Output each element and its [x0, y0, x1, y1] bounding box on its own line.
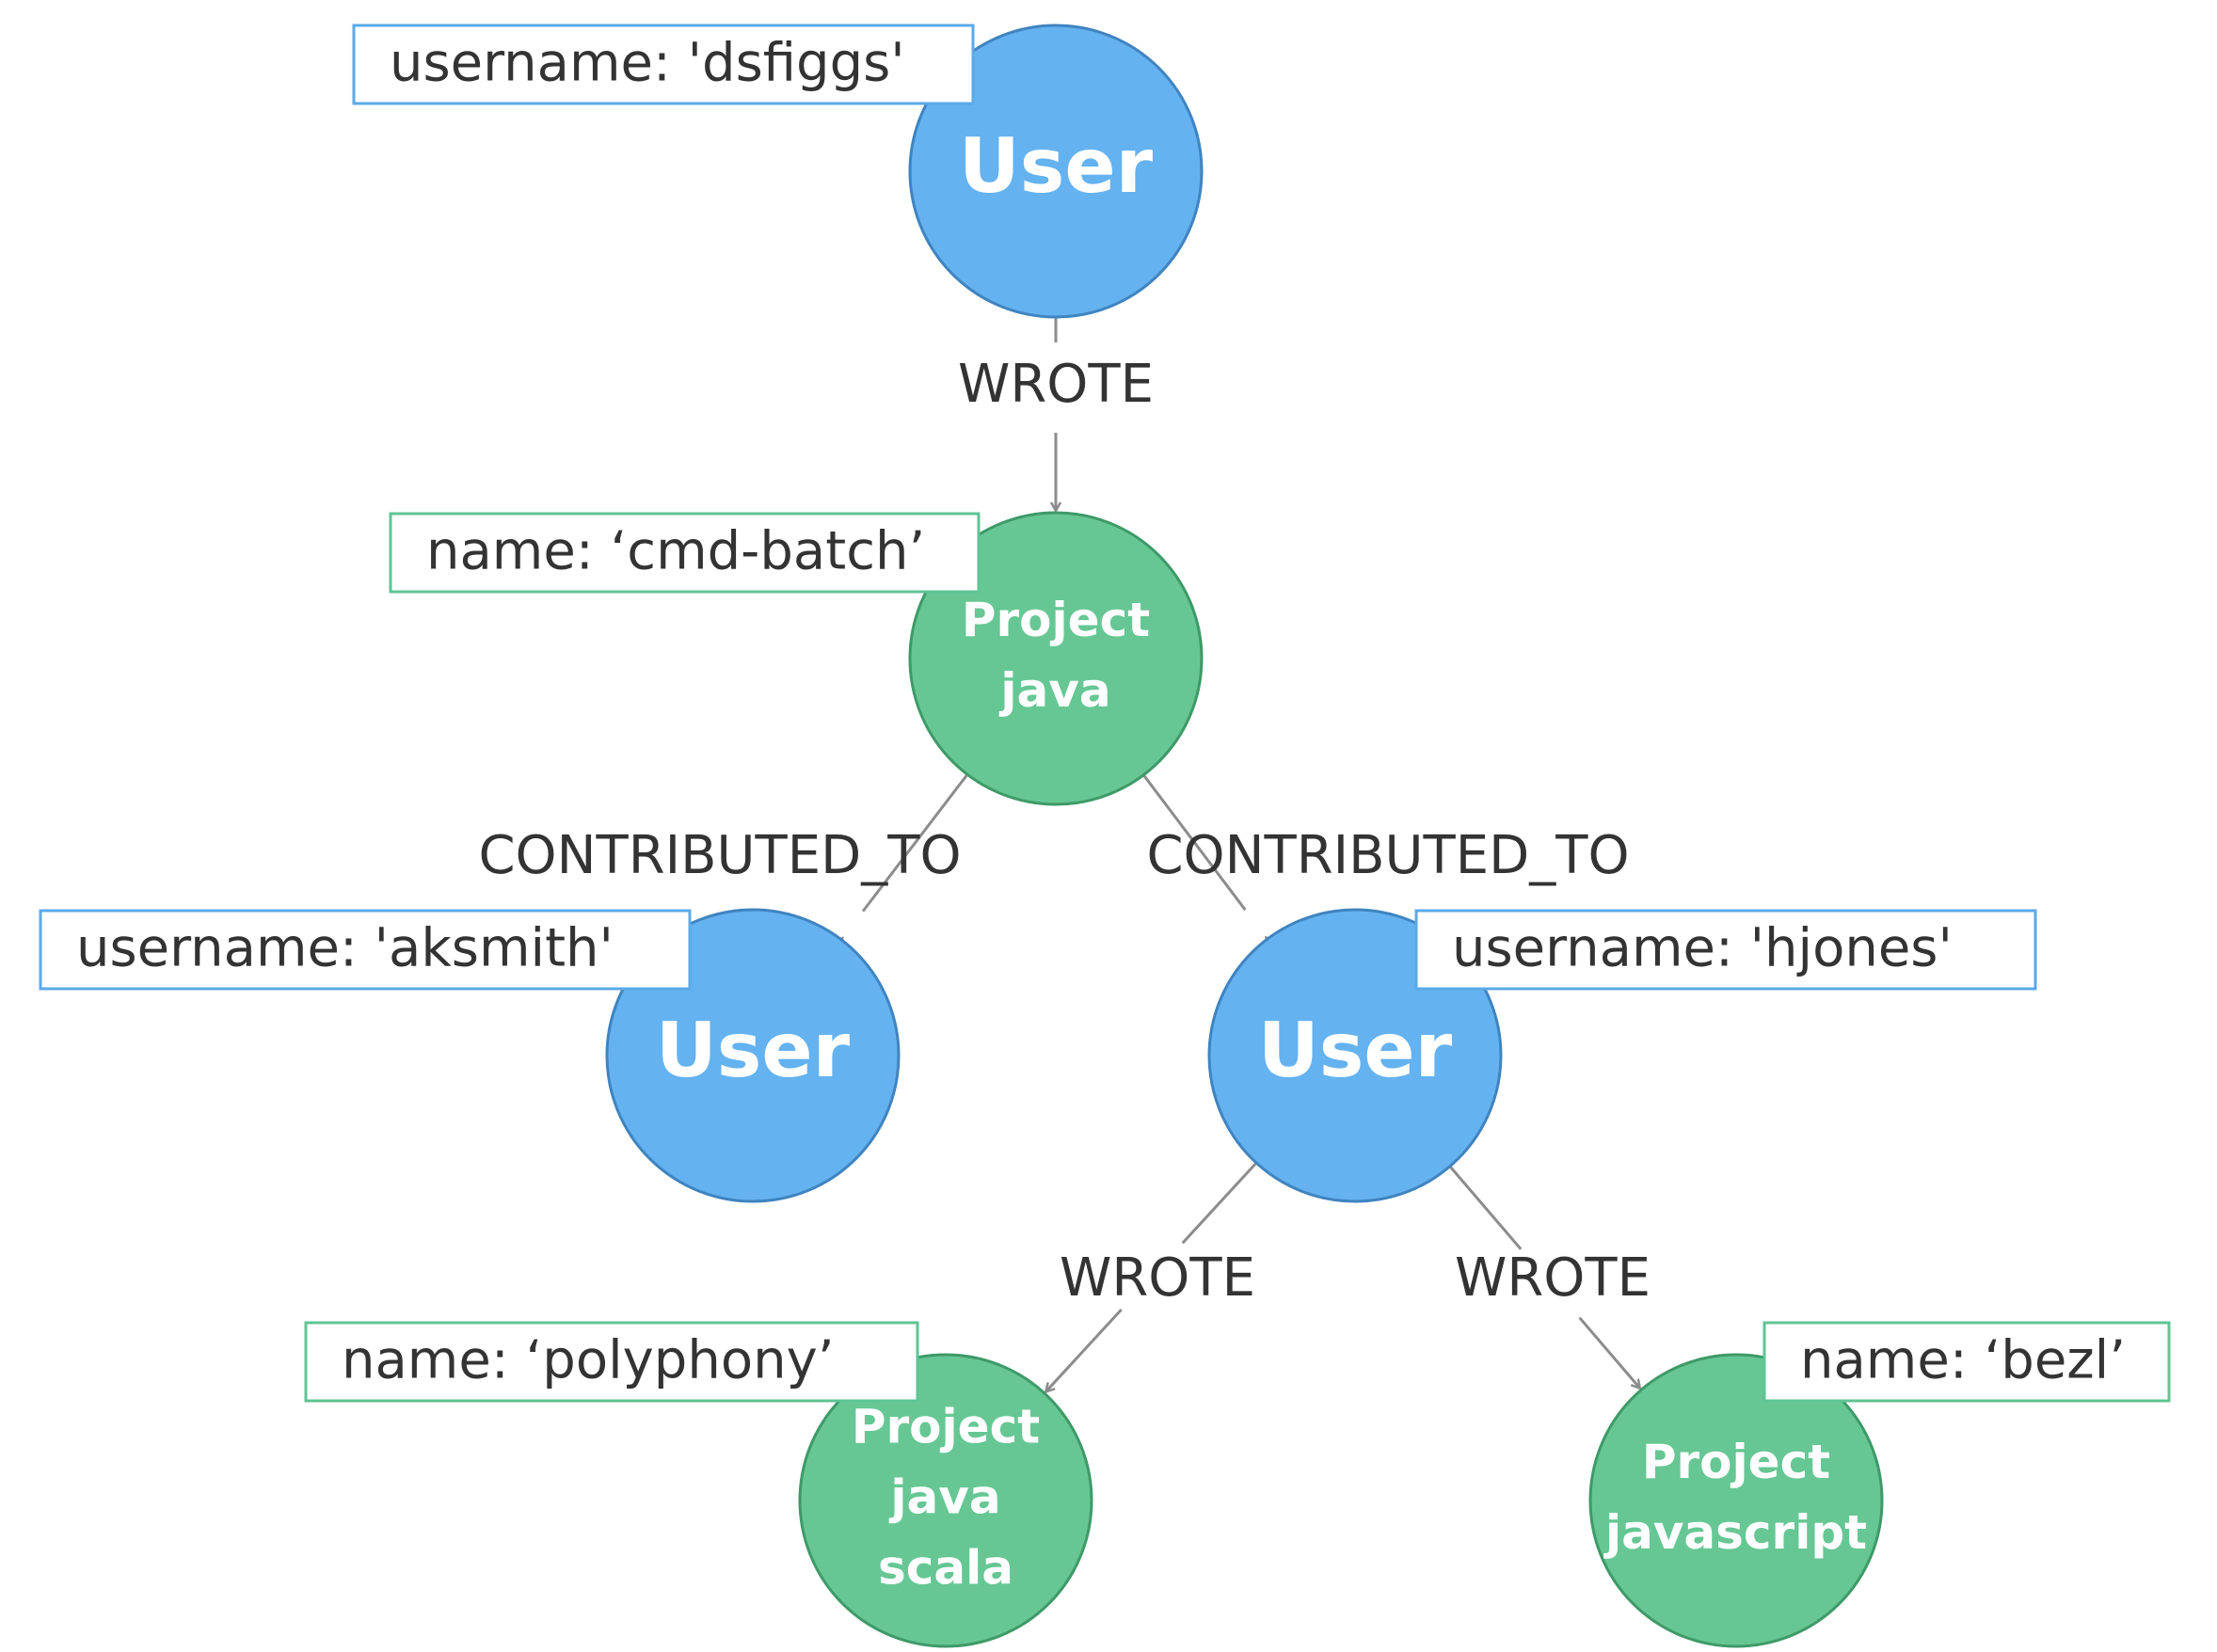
project-node-circle: [798, 1353, 1093, 1648]
project-node-circle: [1588, 1353, 1884, 1648]
edge-e5: WROTE: [1448, 1165, 1651, 1389]
edge-e3: CONTRIBUTED_TO: [1142, 773, 1630, 983]
node-label: User: [1258, 1007, 1453, 1094]
edge-line-start: [1142, 773, 1247, 912]
edge-e1: WROTE: [958, 317, 1154, 511]
property-box: username: 'dsfiggs': [352, 24, 975, 105]
edge-arrow: [1578, 1316, 1640, 1389]
edge-e4: WROTE: [1045, 1162, 1258, 1391]
property-text: username: 'hjones': [1452, 918, 1953, 979]
project-node[interactable]: Project java scala: [798, 1353, 1093, 1648]
edge-line-start: [1448, 1165, 1523, 1250]
property-text: name: ‘cmd-batch’: [426, 521, 925, 582]
edge-e2: CONTRIBUTED_TO: [478, 773, 969, 984]
property-box: name: ‘bezl’: [1762, 1321, 2171, 1403]
property-text: username: 'aksmith': [76, 918, 614, 979]
project-node[interactable]: Project javascript: [1588, 1353, 1884, 1648]
edge-label: CONTRIBUTED_TO: [1146, 825, 1629, 886]
edge-label: CONTRIBUTED_TO: [478, 825, 961, 886]
node-label: User: [959, 122, 1154, 210]
property-text: name: ‘polyphony’: [342, 1330, 835, 1391]
property-box-border: [304, 1321, 919, 1403]
property-box: username: 'hjones': [1414, 909, 2037, 991]
edge-arrow: [1045, 1308, 1123, 1391]
property-box-border: [39, 909, 692, 991]
user-node-circle: [908, 24, 1204, 319]
node-label: Project: [1642, 1435, 1830, 1489]
project-node[interactable]: Project java: [908, 511, 1204, 806]
property-box: name: ‘cmd-batch’: [389, 512, 981, 594]
node-label: javascript: [1603, 1505, 1867, 1560]
property-box-border: [1762, 1321, 2171, 1403]
property-box-border: [1414, 909, 2037, 991]
edges-layer: WROTE CONTRIBUTED_TO CONTRIBUTED_TO WROTE WR…: [478, 317, 1651, 1391]
property-box: username: 'aksmith': [39, 909, 692, 991]
edge-label: WROTE: [1455, 1247, 1651, 1309]
property-text: name: ‘bezl’: [1800, 1330, 2126, 1391]
node-label: User: [656, 1007, 851, 1094]
node-label: Project: [962, 593, 1150, 647]
property-box-border: [352, 24, 975, 105]
edge-line-start: [861, 773, 969, 913]
edge-line-start: [1181, 1162, 1258, 1245]
node-label: java: [888, 1470, 1000, 1525]
node-label: java: [998, 663, 1110, 718]
properties-layer: username: 'dsfiggs' name: ‘cmd-batch’ user…: [39, 24, 2171, 1403]
node-label: scala: [878, 1541, 1013, 1596]
edge-label: WROTE: [958, 354, 1154, 415]
property-box-border: [389, 512, 981, 594]
user-node[interactable]: User: [908, 24, 1204, 319]
edge-label: WROTE: [1060, 1247, 1255, 1309]
project-node-circle: [908, 511, 1204, 806]
property-box: name: ‘polyphony’: [304, 1321, 919, 1403]
node-label: Project: [852, 1400, 1040, 1454]
property-text: username: 'dsfiggs': [390, 33, 905, 94]
